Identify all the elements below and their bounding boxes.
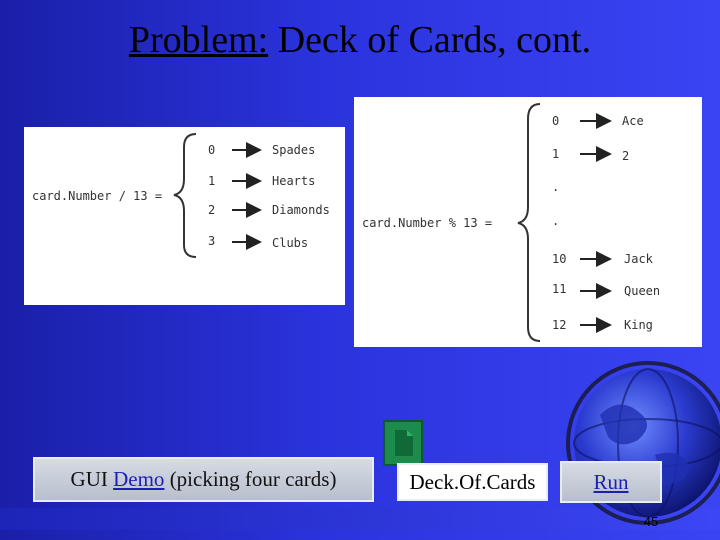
run-button[interactable]: Run <box>560 461 662 503</box>
modulo-row-label: 2 <box>622 149 629 163</box>
title-link[interactable]: Problem: <box>128 19 269 61</box>
gui-demo-prefix: GUI <box>70 467 114 491</box>
deck-of-cards-label: Deck.Of.Cards <box>409 469 536 494</box>
division-diagram: card.Number / 13 = 0 Spades 1 Hearts 2 D… <box>24 127 345 305</box>
division-row-index: 0 <box>208 143 215 157</box>
division-row-label: Hearts <box>272 174 315 188</box>
division-expression: card.Number / 13 = <box>32 189 162 203</box>
modulo-row: 0 Ace <box>552 113 644 129</box>
modulo-diagram: card.Number % 13 = 0 Ace 1 2 . . 10 Jack… <box>354 97 702 347</box>
modulo-row-label: Jack <box>624 252 654 266</box>
modulo-brace <box>517 103 541 342</box>
modulo-row-label: Ace <box>622 114 644 128</box>
division-row: 0 Spades <box>208 142 315 158</box>
modulo-row: 1 2 <box>552 146 629 163</box>
division-row-index: 2 <box>208 203 215 217</box>
modulo-row-index: 11 <box>552 282 566 296</box>
division-brace <box>173 133 197 258</box>
gui-demo-suffix: (picking four cards) <box>164 467 337 491</box>
modulo-row-index: 1 <box>552 147 559 161</box>
modulo-expression: card.Number % 13 = <box>362 216 492 230</box>
modulo-row-label: Queen <box>624 284 660 298</box>
modulo-row: 10 Jack <box>552 251 654 267</box>
division-diagram-svg: card.Number / 13 = 0 Spades 1 Hearts 2 D… <box>32 133 330 258</box>
gui-demo-button[interactable]: GUI Demo (picking four cards) <box>33 457 374 502</box>
modulo-diagram-svg: card.Number % 13 = 0 Ace 1 2 . . 10 Jack… <box>362 103 660 342</box>
division-row: 2 Diamonds <box>208 202 330 218</box>
division-row-label: Diamonds <box>272 203 330 217</box>
division-row-index: 3 <box>208 234 215 248</box>
file-glyph <box>395 430 413 456</box>
page-number: 45 <box>643 514 659 529</box>
division-row: 3 Clubs <box>208 234 308 250</box>
bottom-stripe <box>0 508 720 530</box>
division-row-label: Spades <box>272 143 315 157</box>
slide-title: Problem: Deck of Cards, cont. <box>0 18 720 62</box>
division-row-index: 1 <box>208 174 215 188</box>
division-row: 1 Hearts <box>208 173 315 189</box>
run-link[interactable]: Run <box>593 469 629 494</box>
modulo-row-index: . <box>552 180 559 194</box>
deck-of-cards-button[interactable]: Deck.Of.Cards <box>397 463 548 501</box>
title-text: Deck of Cards, cont. <box>268 19 592 61</box>
file-icon[interactable] <box>383 420 423 466</box>
modulo-row: 11 Queen <box>552 282 660 299</box>
modulo-row: . <box>552 180 559 194</box>
modulo-row-label: King <box>624 318 653 332</box>
modulo-row-index: 10 <box>552 252 566 266</box>
modulo-row: 12 King <box>552 317 653 333</box>
modulo-row-index: 0 <box>552 114 559 128</box>
modulo-row: . <box>552 214 559 228</box>
modulo-row-index: . <box>552 214 559 228</box>
division-row-label: Clubs <box>272 236 308 250</box>
modulo-row-index: 12 <box>552 318 566 332</box>
demo-link[interactable]: Demo <box>113 467 165 491</box>
